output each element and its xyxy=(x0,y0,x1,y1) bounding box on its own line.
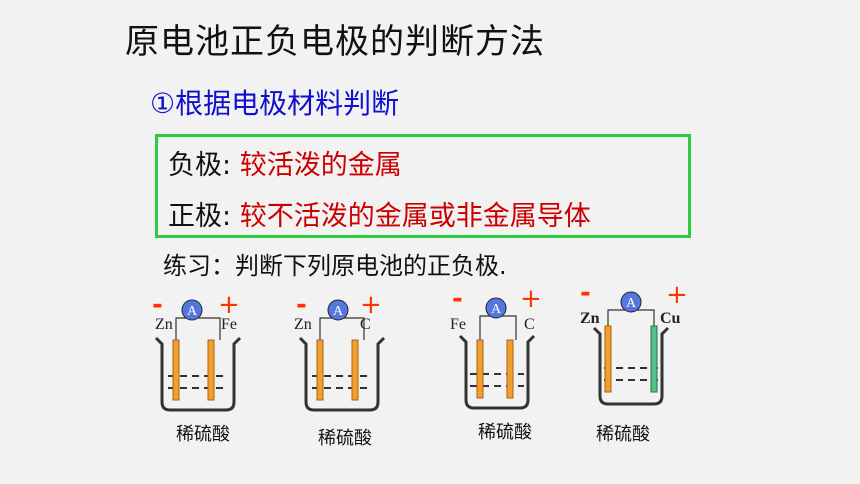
ammeter-icon xyxy=(181,299,203,321)
galvanic-cell-3: A - + Fe C 稀硫酸 xyxy=(450,286,580,456)
solution-label: 稀硫酸 xyxy=(318,428,372,449)
left-electrode-label: Zn xyxy=(155,316,173,333)
plus-sign: + xyxy=(666,280,688,310)
minus-sign: - xyxy=(296,290,307,320)
ammeter-icon xyxy=(620,291,642,313)
minus-sign: - xyxy=(580,278,591,308)
cell-diagram-4: A xyxy=(592,291,670,406)
ammeter-letter: A xyxy=(491,302,502,317)
ammeter-icon xyxy=(485,297,507,319)
positive-label: 正极: xyxy=(168,201,232,232)
negative-value: 较活泼的金属 xyxy=(239,150,402,181)
plus-sign: + xyxy=(218,290,240,320)
negative-label: 负极: xyxy=(168,150,232,181)
cell-diagram-1: A xyxy=(154,299,242,412)
cell-diagram-3: A xyxy=(458,297,536,410)
positive-value: 较不活泼的金属或非金属导体 xyxy=(239,201,591,232)
page-title: 原电池正负电极的判断方法 xyxy=(125,22,545,62)
galvanic-cell-2: A - + Zn C 稀硫酸 xyxy=(294,286,424,456)
iron-electrode xyxy=(207,339,215,401)
left-electrode-label: Zn xyxy=(580,310,600,327)
galvanic-cell-1: A - + Zn Fe 稀硫酸 xyxy=(152,286,282,456)
section-subtitle: ①根据电极材料判断 xyxy=(150,87,400,120)
ammeter-letter: A xyxy=(333,304,344,319)
plus-sign: + xyxy=(520,284,542,314)
left-electrode-label: Fe xyxy=(450,316,466,333)
rule-box: 负极: 较活泼的金属 正极: 较不活泼的金属或非金属导体 xyxy=(155,134,691,238)
ammeter-letter: A xyxy=(626,296,637,311)
carbon-electrode xyxy=(351,339,359,401)
zinc-electrode xyxy=(172,339,180,401)
left-electrode-label: Zn xyxy=(294,316,312,333)
negative-rule: 负极: 较活泼的金属 xyxy=(168,143,402,182)
solution-label: 稀硫酸 xyxy=(596,424,650,445)
exercise-prompt: 练习：判断下列原电池的正负极. xyxy=(163,252,507,280)
zinc-electrode xyxy=(604,325,612,393)
right-electrode-label: Fe xyxy=(221,316,237,333)
solution-label: 稀硫酸 xyxy=(478,422,532,443)
right-electrode-label: C xyxy=(360,316,371,333)
iron-electrode xyxy=(476,339,484,399)
positive-rule: 正极: 较不活泼的金属或非金属导体 xyxy=(168,194,591,233)
ammeter-icon xyxy=(327,299,349,321)
zinc-electrode xyxy=(316,339,324,401)
plus-sign: + xyxy=(360,290,382,320)
ammeter-letter: A xyxy=(187,304,198,319)
minus-sign: - xyxy=(152,290,163,320)
right-electrode-label: C xyxy=(524,316,535,333)
right-electrode-label: Cu xyxy=(660,310,681,327)
cell-diagram-2: A xyxy=(298,299,386,412)
galvanic-cell-4: A - + Zn Cu 稀硫酸 xyxy=(580,280,710,456)
solution-label: 稀硫酸 xyxy=(176,424,230,445)
minus-sign: - xyxy=(452,284,463,314)
copper-electrode xyxy=(650,325,658,393)
carbon-electrode xyxy=(506,339,514,399)
